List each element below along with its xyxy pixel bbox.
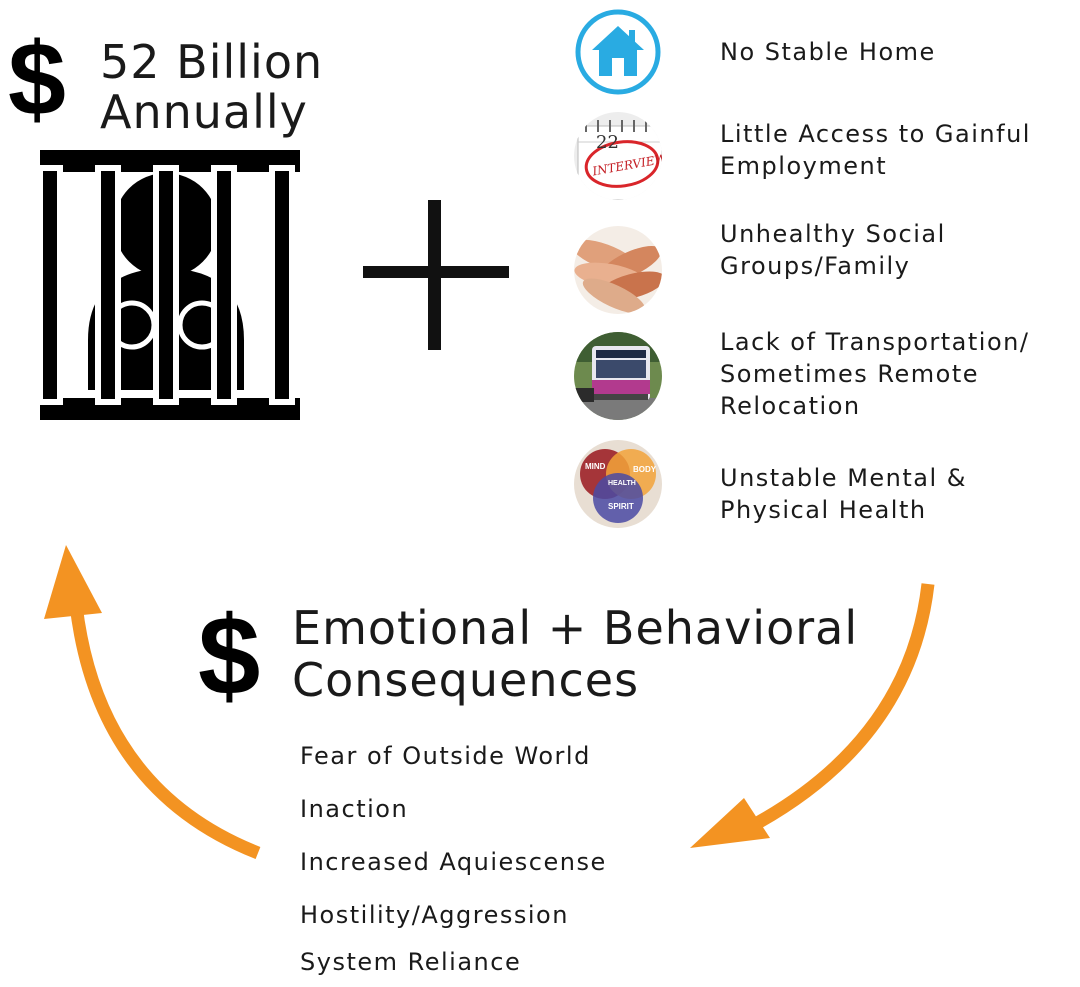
consequence-item: Increased Aquiescense (300, 848, 607, 876)
venn-spirit-label: SPIRIT (608, 502, 634, 511)
consequences-title-line2: Consequences (292, 653, 640, 707)
cost-amount: 52 Billion (100, 35, 324, 89)
cycle-arrow-left-icon (44, 545, 261, 860)
consequences-title-line1: Emotional + Behavioral (292, 601, 859, 655)
calendar-graphic (577, 120, 662, 200)
prisoner-behind-bars-icon (40, 150, 300, 420)
factor-label-social: Unhealthy Social Groups/Family (720, 220, 946, 280)
factor-label-health: Unstable Mental & Physical Health (720, 464, 968, 524)
venn-mind-label: MIND (585, 462, 606, 471)
consequence-item: Inaction (300, 795, 409, 823)
consequence-item: Fear of Outside World (300, 742, 591, 770)
consequence-item: System Reliance (300, 948, 522, 976)
consequences-dollar-sign: $ (198, 593, 261, 718)
home-icon (575, 9, 661, 95)
factor-label-home: No Stable Home (720, 38, 936, 66)
plus-vertical-bar (428, 200, 441, 350)
mind-body-spirit-icon: MIND BODY HEALTH SPIRIT (574, 440, 662, 528)
bus-icon (574, 332, 662, 420)
dollar-sign: $ (8, 22, 66, 138)
cycle-arrow-right-icon (690, 583, 935, 848)
consequence-item: Hostility/Aggression (300, 901, 569, 929)
factor-label-employment: Little Access to Gainful Employment (720, 120, 1031, 180)
cost-period: Annually (100, 85, 308, 139)
interview-calendar-icon: 22 INTERVIEW (574, 112, 662, 200)
venn-graphic (580, 449, 656, 523)
calendar-day: 22 (596, 132, 619, 153)
venn-body-label: BODY (633, 465, 657, 474)
stacked-hands-icon (574, 226, 662, 314)
venn-health-label: HEALTH (608, 480, 636, 487)
factor-label-transportation: Lack of Transportation/ Sometimes Remote… (720, 328, 1030, 420)
